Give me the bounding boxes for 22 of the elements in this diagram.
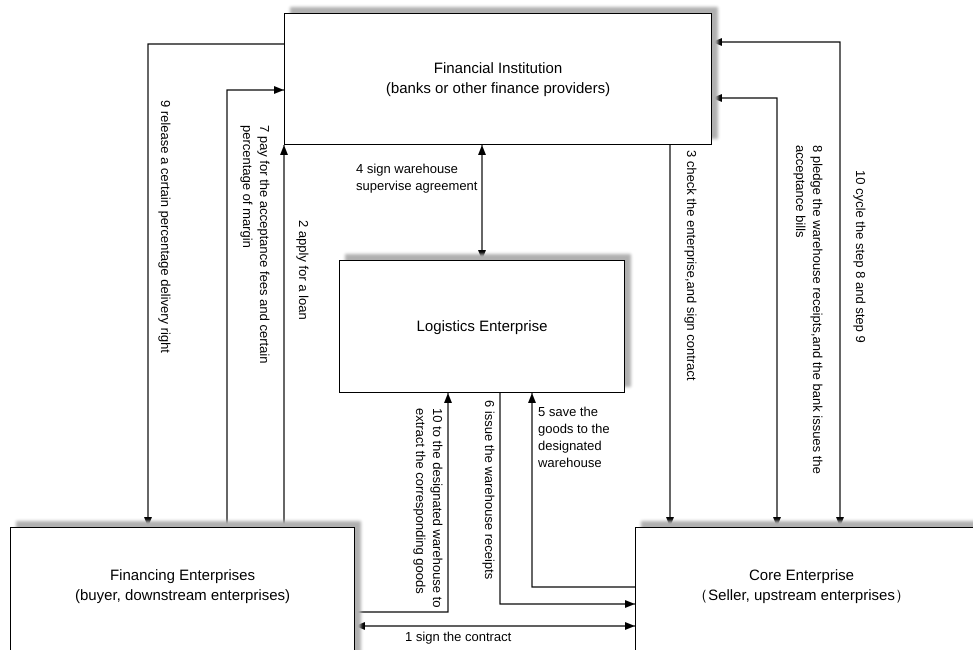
arrow <box>712 94 781 527</box>
entity-name: Financing Enterprises <box>110 566 256 586</box>
entity-box <box>10 527 355 650</box>
arrow <box>712 38 844 527</box>
entity-name: Core Enterprise <box>748 566 854 586</box>
arrow <box>355 622 635 630</box>
arrow <box>280 145 288 527</box>
arrow <box>666 145 674 527</box>
arrow <box>144 43 284 527</box>
arrow <box>226 86 284 527</box>
entity-name: Financial Institution <box>434 59 562 79</box>
arrow <box>528 393 635 588</box>
entity-description: (banks or other finance providers) <box>386 79 610 99</box>
entity-box <box>284 13 712 145</box>
entity-box <box>339 260 625 393</box>
entity-name: Logistics Enterprise <box>416 316 548 336</box>
arrow <box>478 145 486 260</box>
entity-description: （Seller, upstream enterprises） <box>693 586 910 606</box>
entity-box <box>635 527 973 650</box>
arrow <box>355 393 452 613</box>
entity-description: (buyer, downstream enterprises) <box>74 586 290 606</box>
arrow <box>499 393 635 608</box>
